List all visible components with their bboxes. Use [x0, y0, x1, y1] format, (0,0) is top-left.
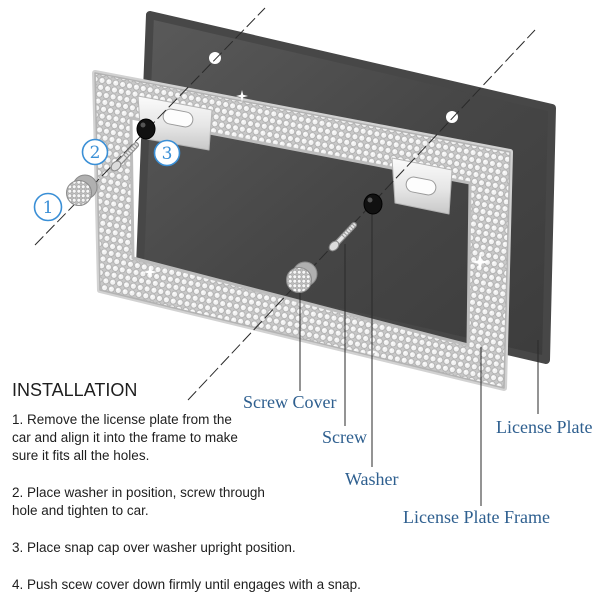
screw-cover-left	[66, 174, 98, 206]
label-screw-cover: Screw Cover	[243, 392, 337, 412]
callout-1: 1	[33, 192, 63, 222]
callout-3-number: 3	[162, 144, 173, 164]
screw-cover-right	[286, 261, 318, 293]
label-washer: Washer	[345, 469, 399, 489]
frame-slot-right	[405, 176, 437, 196]
sparkle	[471, 253, 489, 271]
plate-hole-right	[446, 111, 458, 123]
assembly-axis-right	[187, 29, 536, 401]
label-screw: Screw	[322, 427, 367, 447]
installation-title: INSTALLATION	[12, 380, 138, 400]
callout-2-number: 2	[90, 143, 101, 163]
plate-hole-left	[209, 52, 221, 64]
installation-step-3: 3. Place snap cap over washer upright po…	[12, 540, 296, 555]
screw-left	[110, 142, 139, 172]
frame-inner-rim	[129, 116, 472, 347]
sparkle	[236, 90, 248, 102]
sparkle	[143, 265, 157, 279]
installation-step-4: 4. Push scew cover down firmly until eng…	[12, 577, 361, 592]
callout-1-number: 1	[43, 198, 54, 218]
installation-step-1: 1. Remove the license plate from the car…	[12, 412, 238, 463]
callout-3: 3	[153, 139, 181, 167]
screw-right	[328, 222, 357, 252]
installation-steps: 1. Remove the license plate from the car…	[12, 411, 432, 600]
frame-slot-left	[162, 108, 194, 128]
label-license-plate-frame: License Plate Frame	[403, 507, 550, 527]
washer-left	[136, 118, 156, 140]
label-license-plate: License Plate	[496, 417, 593, 437]
installation-step-2: 2. Place washer in position, screw throu…	[12, 485, 265, 518]
callout-2: 2	[81, 138, 109, 166]
washer-right	[363, 193, 383, 215]
